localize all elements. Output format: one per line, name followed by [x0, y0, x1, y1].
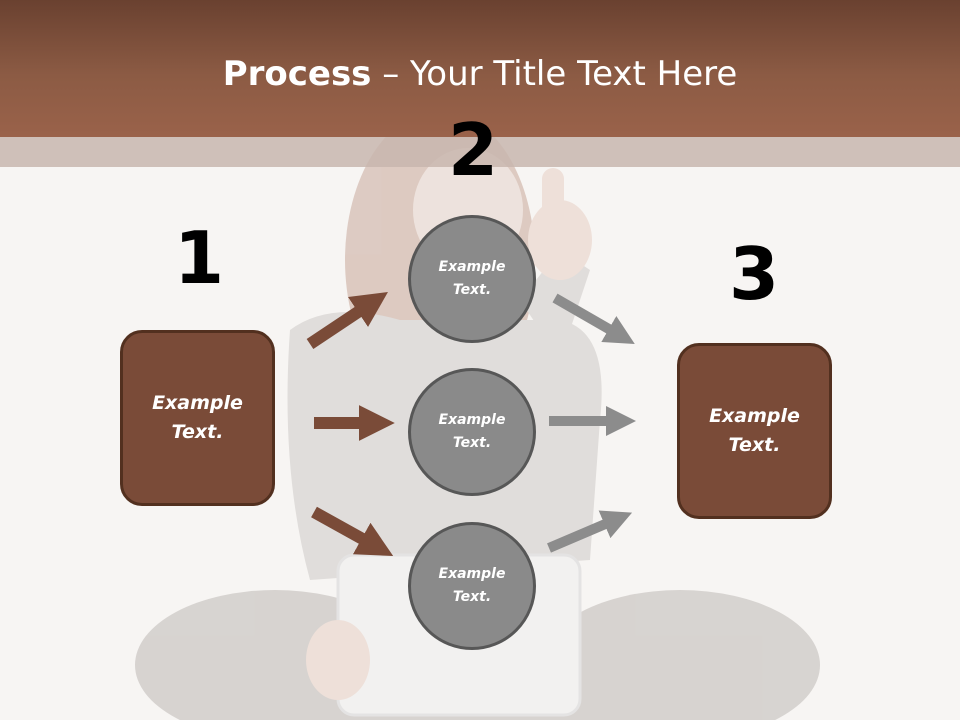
- title-bar: [0, 0, 960, 137]
- right-process-box: Example Text.: [677, 343, 832, 519]
- arrow-right-icon: [552, 293, 635, 344]
- step-number-1: 1: [173, 216, 225, 300]
- process-circle-middle: Example Text.: [408, 368, 536, 496]
- arrow-right-icon: [311, 506, 394, 556]
- title-rest: – Your Title Text Here: [371, 54, 738, 94]
- circle-text: Example Text.: [438, 412, 506, 451]
- step-number-2: 2: [447, 108, 499, 192]
- process-circle-bottom: Example Text.: [408, 522, 536, 650]
- process-circle-top: Example Text.: [408, 215, 536, 343]
- arrow-right-icon: [306, 292, 388, 349]
- title-bar-band: [0, 137, 960, 167]
- right-box-text: Example Text.: [709, 405, 800, 456]
- slide-title: Process – Your Title Text Here: [0, 52, 960, 96]
- title-bold: Process: [222, 54, 372, 94]
- circle-text: Example Text.: [438, 566, 506, 605]
- circle-text: Example Text.: [438, 259, 506, 298]
- left-box-text: Example Text.: [152, 392, 243, 443]
- step-number-3: 3: [728, 232, 780, 316]
- left-process-box: Example Text.: [120, 330, 275, 506]
- arrow-right-icon: [547, 510, 633, 553]
